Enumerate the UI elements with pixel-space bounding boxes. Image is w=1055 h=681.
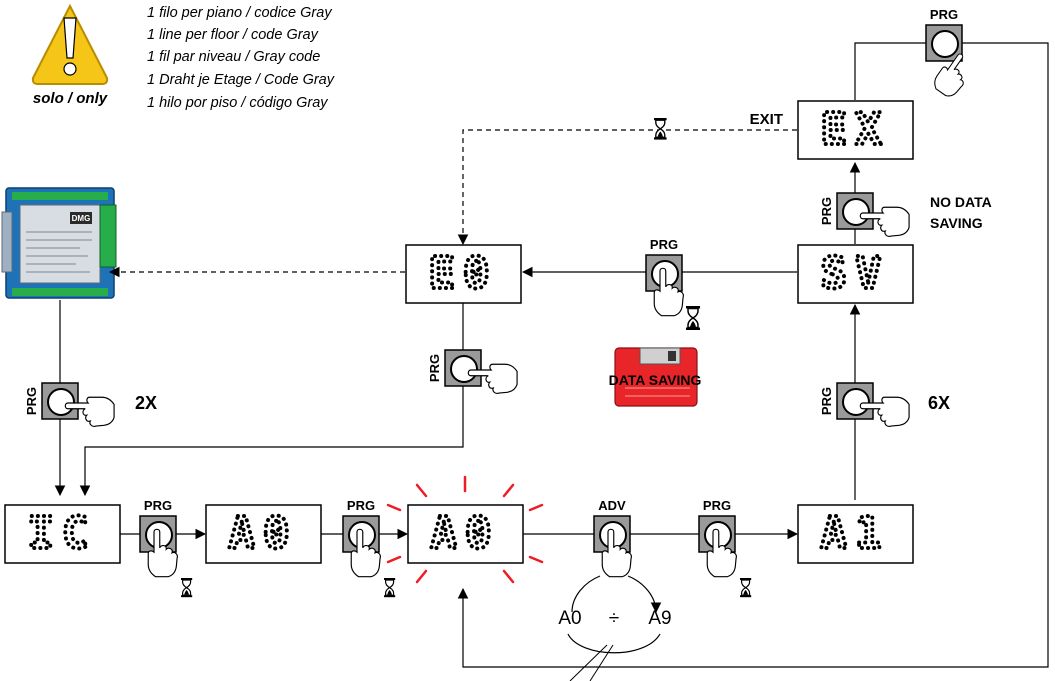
display-a0-blinking: A0 — [408, 505, 523, 563]
prg-button-6x[interactable] — [837, 383, 873, 419]
two-x-label: 2X — [135, 393, 157, 413]
display-ex: EX — [798, 101, 913, 159]
prg-button-e0[interactable] — [445, 350, 481, 386]
display-a0-text: A0 — [229, 508, 298, 559]
note-line-5: 1 hilo por piso / código Gray — [147, 95, 328, 111]
range-separator: ÷ — [609, 608, 619, 629]
note-line-1: 1 filo per piano / codice Gray — [147, 5, 332, 21]
warning-icon — [33, 6, 107, 84]
data-saving-label: DATA SAVING — [609, 372, 702, 388]
hourglass-icon-save — [686, 306, 700, 330]
prg-label-2x: PRG — [24, 387, 39, 415]
prg-label-no-save: PRG — [819, 197, 834, 225]
display-sv: SV — [798, 245, 913, 303]
hourglass-icon-3 — [740, 578, 751, 597]
prg-label-e0: PRG — [427, 354, 442, 382]
prg-label-1: PRG — [144, 498, 172, 513]
adv-label: ADV — [598, 498, 626, 513]
note-line-4: 1 Draht je Etage / Code Gray — [147, 72, 335, 88]
display-a1: A1 — [798, 505, 913, 563]
display-a1-text: A1 — [821, 508, 890, 559]
controller-device-image: DMG — [2, 188, 116, 298]
six-x-label: 6X — [928, 393, 950, 413]
prg-label-3: PRG — [703, 498, 731, 513]
prg-label-2: PRG — [347, 498, 375, 513]
display-ic: IC — [5, 505, 120, 563]
display-ex-text: EX — [821, 104, 890, 155]
prg-button-no-save[interactable] — [837, 193, 873, 229]
no-data-saving-line-1: NO DATA — [930, 194, 992, 210]
range-end: A9 — [648, 608, 671, 629]
range-start: A0 — [558, 608, 581, 629]
hourglass-icon-2 — [384, 578, 395, 597]
display-e0: E0 — [406, 245, 521, 303]
warning-label: solo / only — [33, 90, 108, 107]
device-brand: DMG — [72, 214, 91, 223]
prg-button-exit[interactable] — [926, 25, 962, 61]
display-ic-text: IC — [28, 508, 97, 559]
note-line-2: 1 line per floor / code Gray — [147, 27, 319, 43]
prg-button-2x[interactable] — [42, 383, 78, 419]
prg-label-exit: PRG — [930, 7, 958, 22]
hourglass-icon-1 — [181, 578, 192, 597]
exit-label: EXIT — [750, 111, 783, 128]
display-a0-blinking-text: A0 — [431, 508, 500, 559]
prg-label-6x: PRG — [819, 387, 834, 415]
hourglass-icon-timeout — [654, 118, 667, 140]
note-line-3: 1 fil par niveau / Gray code — [147, 49, 320, 65]
display-sv-text: SV — [821, 248, 890, 299]
display-a0: A0 — [206, 505, 321, 563]
prg-label-save: PRG — [650, 237, 678, 252]
display-e0-text: E0 — [429, 248, 498, 299]
no-data-saving-line-2: SAVING — [930, 215, 983, 231]
